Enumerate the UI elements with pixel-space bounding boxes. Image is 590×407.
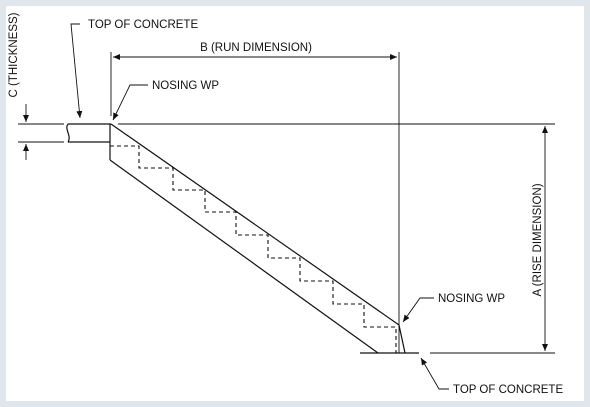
nosing-upper-label: NOSING WP xyxy=(152,80,219,92)
nosing-lower-callout: NOSING WP xyxy=(402,293,505,323)
top-of-concrete-upper-label: TOP OF CONCRETE xyxy=(88,19,198,31)
diagram-panel xyxy=(6,6,584,401)
run-dimension: B (RUN DIMENSION) xyxy=(110,42,400,353)
upper-slab xyxy=(66,123,111,160)
nosing-upper-callout: NOSING WP xyxy=(112,80,219,121)
thickness-dimension: C (THICKNESS) xyxy=(8,12,64,160)
nosing-lower-label: NOSING WP xyxy=(438,293,505,305)
top-of-concrete-upper-callout: TOP OF CONCRETE xyxy=(70,19,198,119)
top-of-concrete-lower-callout: TOP OF CONCRETE xyxy=(420,357,563,396)
top-of-concrete-lower-label: TOP OF CONCRETE xyxy=(453,384,563,396)
rise-dimension-label: A (RISE DIMENSION) xyxy=(532,183,544,296)
run-dimension-label: B (RUN DIMENSION) xyxy=(200,42,312,54)
hidden-steps xyxy=(110,145,397,353)
thickness-label: C (THICKNESS) xyxy=(8,12,20,97)
stair-stringer xyxy=(109,123,406,354)
rise-dimension: A (RISE DIMENSION) xyxy=(532,126,548,351)
